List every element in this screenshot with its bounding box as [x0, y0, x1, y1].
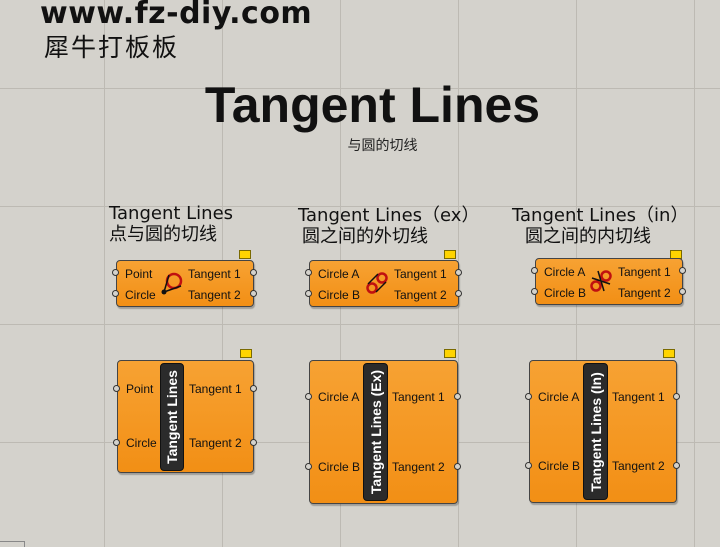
tangent-ex-icon [366, 272, 388, 294]
input-circle-b-label: Circle B [538, 459, 581, 473]
output-tangent2-label: Tangent 2 [618, 286, 671, 300]
output-tangent1-label: Tangent 1 [394, 267, 447, 281]
tangent-in-icon [590, 270, 612, 292]
section-title-ex: Tangent Lines（ex） 圆之间的外切线 [298, 205, 479, 247]
input-point-param[interactable] [112, 269, 119, 276]
input-point-label: Point [125, 267, 153, 281]
component-name-bar: Tangent Lines (In) [583, 363, 608, 500]
input-circle-b-label: Circle B [318, 288, 361, 302]
section-title-point: Tangent Lines 点与圆的切线 [109, 203, 233, 245]
input-point-param[interactable] [113, 385, 120, 392]
input-circle-a-param[interactable] [305, 393, 312, 400]
output-tangent1-param[interactable] [679, 267, 686, 274]
preview-flag-icon[interactable] [444, 250, 456, 259]
input-circle-label: Circle [126, 436, 157, 450]
input-circle-param[interactable] [113, 439, 120, 446]
input-circle-a-param[interactable] [531, 267, 538, 274]
output-tangent1-label: Tangent 1 [618, 265, 671, 279]
input-circle-b-label: Circle B [318, 460, 361, 474]
section-title-label: Tangent Lines [109, 203, 234, 224]
input-circle-b-param[interactable] [305, 290, 312, 297]
output-tangent2-label: Tangent 2 [188, 288, 241, 302]
output-tangent2-param[interactable] [250, 290, 257, 297]
watermark-url: www.fz-diy.com [40, 0, 313, 31]
page-title: Tangent Lines [204, 77, 541, 133]
tangent-lines-ex-component-expanded[interactable]: Circle A Circle B Tangent 1 Tangent 2 Ta… [309, 360, 458, 504]
component-name-bar: Tangent Lines (Ex) [363, 363, 388, 501]
input-circle-a-param[interactable] [525, 393, 532, 400]
input-circle-b-param[interactable] [305, 463, 312, 470]
section-subtitle-label: 点与圆的切线 [109, 224, 217, 245]
input-circle-param[interactable] [112, 290, 119, 297]
input-circle-a-label: Circle A [318, 267, 360, 281]
output-tangent1-param[interactable] [673, 393, 680, 400]
section-subtitle-label: 圆之间的内切线 [525, 226, 651, 247]
output-tangent1-param[interactable] [250, 269, 257, 276]
input-circle-b-param[interactable] [531, 288, 538, 295]
output-tangent1-label: Tangent 1 [392, 390, 445, 404]
output-tangent2-label: Tangent 2 [612, 459, 665, 473]
input-circle-a-label: Circle A [318, 390, 360, 404]
preview-flag-icon[interactable] [444, 349, 456, 358]
section-title-in: Tangent Lines（in） 圆之间的内切线 [512, 205, 688, 247]
output-tangent2-param[interactable] [679, 288, 686, 295]
tangent-lines-ex-component[interactable]: Circle A Circle B Tangent 1 Tangent 2 [309, 260, 459, 307]
tangent-lines-component-expanded[interactable]: Point Circle Tangent 1 Tangent 2 Tangent… [117, 360, 254, 473]
output-tangent1-param[interactable] [455, 269, 462, 276]
output-tangent1-label: Tangent 1 [612, 390, 665, 404]
tangent-lines-component[interactable]: Point Circle Tangent 1 Tangent 2 [116, 260, 254, 307]
page-subtitle: 与圆的切线 [347, 138, 418, 154]
preview-flag-icon[interactable] [239, 250, 251, 259]
output-tangent2-param[interactable] [455, 290, 462, 297]
tangent-lines-in-component[interactable]: Circle A Circle B Tangent 1 Tangent 2 [535, 258, 683, 305]
output-tangent1-param[interactable] [454, 393, 461, 400]
input-circle-a-label: Circle A [538, 390, 580, 404]
output-tangent2-param[interactable] [250, 439, 257, 446]
section-subtitle-label: 圆之间的外切线 [302, 226, 428, 247]
output-tangent2-param[interactable] [454, 463, 461, 470]
output-tangent2-param[interactable] [673, 462, 680, 469]
output-tangent1-param[interactable] [250, 385, 257, 392]
output-tangent1-label: Tangent 1 [189, 382, 242, 396]
canvas-corner-marker [0, 541, 25, 547]
component-name-label: Tangent Lines (Ex) [367, 369, 384, 495]
component-name-label: Tangent Lines (In) [587, 371, 604, 492]
preview-flag-icon[interactable] [663, 349, 675, 358]
output-tangent2-label: Tangent 2 [189, 436, 242, 450]
section-title-label: Tangent Lines（ex） [298, 205, 480, 226]
input-circle-b-label: Circle B [544, 286, 587, 300]
section-title-label: Tangent Lines（in） [512, 205, 689, 226]
component-name-label: Tangent Lines [164, 370, 180, 464]
output-tangent2-label: Tangent 2 [394, 288, 447, 302]
component-name-bar: Tangent Lines [160, 363, 184, 471]
output-tangent2-label: Tangent 2 [392, 460, 445, 474]
tangent-point-icon [161, 272, 183, 295]
input-circle-a-label: Circle A [544, 265, 586, 279]
output-tangent1-label: Tangent 1 [188, 267, 241, 281]
input-circle-b-param[interactable] [525, 462, 532, 469]
watermark-name: 犀牛打板板 [44, 33, 180, 62]
input-circle-a-param[interactable] [305, 269, 312, 276]
input-point-label: Point [126, 382, 154, 396]
input-circle-label: Circle [125, 288, 156, 302]
tangent-lines-in-component-expanded[interactable]: Circle A Circle B Tangent 1 Tangent 2 Ta… [529, 360, 677, 503]
preview-flag-icon[interactable] [240, 349, 252, 358]
